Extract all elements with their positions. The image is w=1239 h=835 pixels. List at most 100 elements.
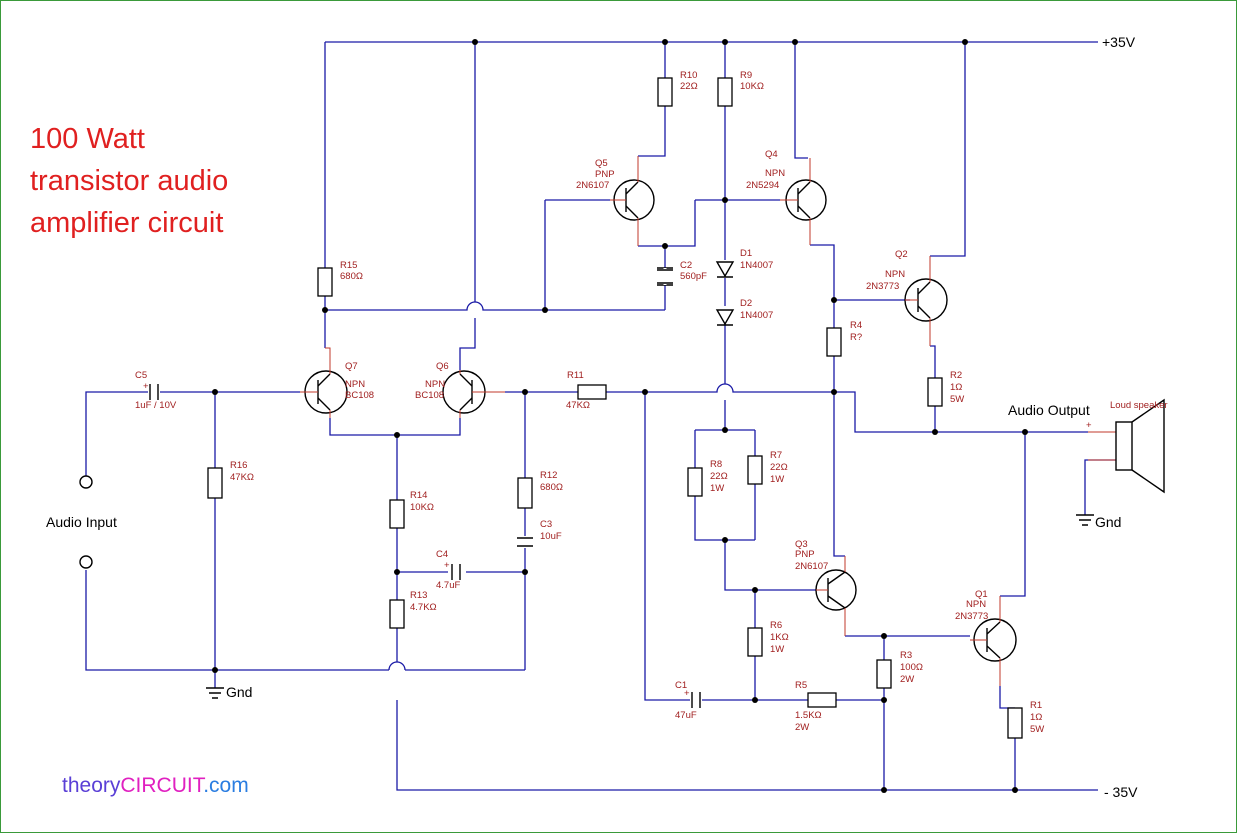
svg-text:10KΩ: 10KΩ [410, 502, 434, 513]
resistor-r12 [517, 477, 533, 509]
title-line-1: 100 Watt [30, 123, 145, 155]
svg-text:1.5KΩ: 1.5KΩ [795, 710, 822, 721]
resistor-r7 [747, 455, 763, 485]
svg-text:Q2: Q2 [895, 249, 908, 260]
diode-d1 [715, 261, 735, 278]
svg-text:1Ω: 1Ω [1030, 712, 1042, 723]
svg-text:1KΩ: 1KΩ [770, 632, 789, 643]
svg-text:R1: R1 [1030, 700, 1042, 711]
svg-text:1uF / 10V: 1uF / 10V [135, 400, 177, 411]
svg-text:2N6107: 2N6107 [795, 561, 828, 572]
junctions [212, 39, 1028, 793]
svg-text:Q7: Q7 [345, 361, 358, 372]
svg-text:10KΩ: 10KΩ [740, 81, 764, 92]
svg-text:BC108: BC108 [415, 390, 444, 401]
ground-symbol-speaker [1076, 514, 1094, 526]
input-terminal-bottom[interactable] [79, 555, 93, 569]
svg-text:D2: D2 [740, 298, 752, 309]
svg-text:Q1: Q1 [975, 589, 988, 600]
svg-text:R8: R8 [710, 459, 722, 470]
resistor-r8 [687, 467, 703, 497]
svg-text:47uF: 47uF [675, 710, 697, 721]
svg-text:NPN: NPN [765, 168, 785, 179]
resistor-r13 [389, 599, 405, 629]
speaker-label: Loud speaker [1110, 400, 1168, 411]
svg-text:2N3773: 2N3773 [955, 611, 988, 622]
svg-text:R4: R4 [850, 320, 862, 331]
svg-text:5W: 5W [950, 394, 964, 405]
svg-text:1W: 1W [770, 644, 784, 655]
svg-text:NPN: NPN [885, 269, 905, 280]
svg-text:100Ω: 100Ω [900, 662, 923, 673]
transistor-q2 [904, 256, 948, 346]
svg-text:C3: C3 [540, 519, 552, 530]
svg-text:R5: R5 [795, 680, 807, 691]
speaker-icon [1088, 398, 1165, 494]
svg-text:R10: R10 [680, 70, 697, 81]
rail-positive-label: +35V [1102, 34, 1136, 50]
resistor-r15 [317, 267, 333, 297]
svg-text:4.7uF: 4.7uF [436, 580, 460, 591]
svg-text:Q3: Q3 [795, 539, 808, 550]
capacitor-c1 [691, 692, 701, 708]
resistor-r4 [826, 327, 842, 357]
resistor-r16 [207, 467, 223, 499]
svg-text:+: + [684, 688, 690, 699]
svg-text:C4: C4 [436, 549, 448, 560]
svg-text:22Ω: 22Ω [680, 81, 698, 92]
svg-text:22Ω: 22Ω [770, 462, 788, 473]
diodes [715, 261, 735, 326]
resistor-r14 [389, 499, 405, 529]
svg-text:10uF: 10uF [540, 531, 562, 542]
svg-text:4.7KΩ: 4.7KΩ [410, 602, 437, 613]
resistor-r6 [747, 627, 763, 657]
audio-input-label: Audio Input [46, 514, 117, 530]
svg-text:2W: 2W [900, 674, 914, 685]
speaker-plus-label: + [1086, 420, 1092, 431]
resistor-r11 [577, 384, 607, 400]
resistors [207, 77, 1023, 739]
svg-text:2N3773: 2N3773 [866, 281, 899, 292]
title-line-2: transistor audio [30, 165, 228, 197]
svg-text:1W: 1W [710, 483, 724, 494]
capacitor-c4 [451, 564, 461, 580]
svg-text:2N5294: 2N5294 [746, 180, 779, 191]
component-labels: R15 680Ω R10 22Ω R9 10KΩ Q5 PNP 2N6107 Q… [135, 70, 1044, 735]
input-terminal-top[interactable] [79, 475, 93, 489]
svg-text:R7: R7 [770, 450, 782, 461]
svg-text:C1: C1 [675, 680, 687, 691]
capacitor-c3 [517, 537, 533, 547]
transistors [300, 156, 1017, 686]
svg-text:+: + [143, 381, 149, 392]
capacitor-c5 [149, 384, 159, 400]
gnd-label-speaker: Gnd [1095, 514, 1121, 530]
transistor-q1 [970, 596, 1017, 686]
svg-text:Q5: Q5 [595, 158, 608, 169]
transistor-q4 [780, 158, 827, 245]
svg-text:1N4007: 1N4007 [740, 310, 773, 321]
resistor-r3 [876, 659, 892, 689]
svg-text:R3: R3 [900, 650, 912, 661]
svg-text:PNP: PNP [595, 169, 615, 180]
resistor-r5 [807, 692, 837, 708]
svg-text:R14: R14 [410, 490, 427, 501]
title-line-3: amplifier circuit [30, 207, 223, 239]
svg-text:2W: 2W [795, 722, 809, 733]
svg-text:1W: 1W [770, 474, 784, 485]
svg-text:R?: R? [850, 332, 862, 343]
svg-text:D1: D1 [740, 248, 752, 259]
svg-text:R15: R15 [340, 260, 357, 271]
audio-output-label: Audio Output [1008, 402, 1090, 418]
svg-text:680Ω: 680Ω [540, 482, 563, 493]
svg-text:560pF: 560pF [680, 271, 707, 282]
svg-text:47KΩ: 47KΩ [230, 472, 254, 483]
svg-text:C2: C2 [680, 260, 692, 271]
svg-text:R12: R12 [540, 470, 557, 481]
wire-crossover [388, 661, 406, 671]
transistor-q7 [300, 347, 348, 418]
svg-text:+: + [444, 560, 450, 571]
capacitors: + + + [143, 267, 701, 708]
svg-text:1N4007: 1N4007 [740, 260, 773, 271]
